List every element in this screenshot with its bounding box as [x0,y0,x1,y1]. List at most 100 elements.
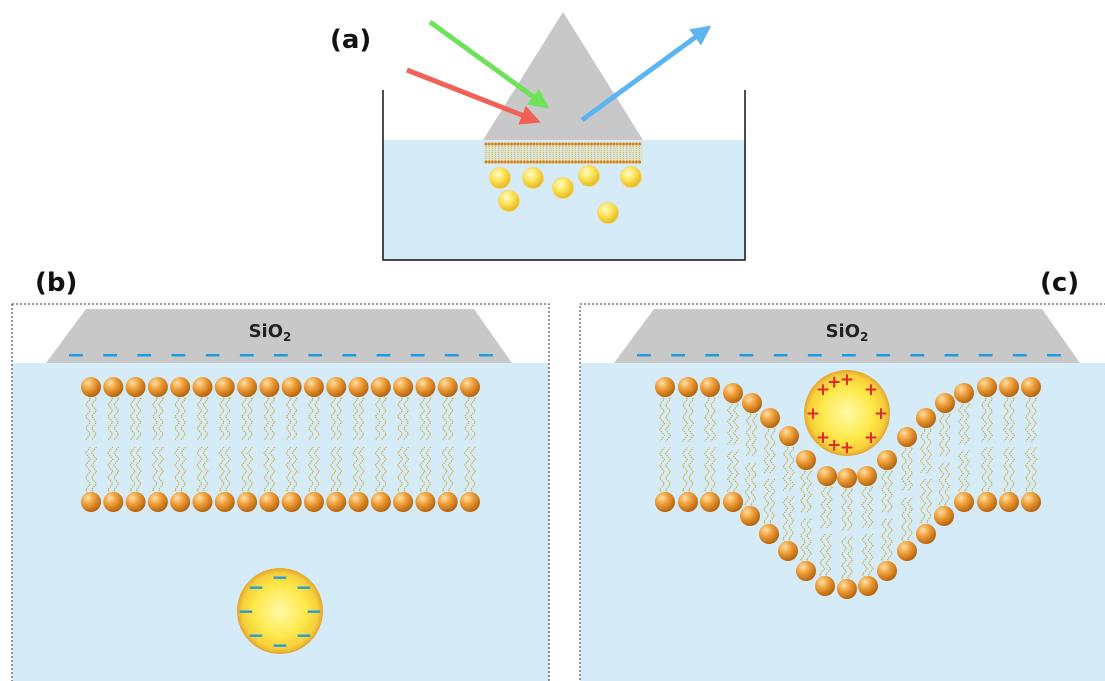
mini-lipid-head [609,160,613,164]
lipid-lower [348,446,369,512]
lipid-head [655,377,675,397]
vesicle-charge-symbol: + [827,435,841,455]
lipid-head [678,492,698,512]
lipid-head [303,377,324,397]
mini-lipid-head [542,160,546,164]
lipid-lower [916,478,936,544]
mini-lipid-head [590,160,594,164]
vesicle-charge-symbol: + [840,438,854,458]
lipid-head [415,377,436,397]
lipid-upper [348,377,369,441]
mini-lipid-head [564,160,568,164]
lipid-lower [393,446,414,512]
vesicle-charge-symbol: + [864,428,878,448]
lipid-head [954,383,974,403]
lipid-lower [723,450,743,512]
vesicle-charge-symbol: + [840,370,854,390]
mini-lipid-head [538,160,542,164]
lipid-upper [103,377,124,441]
lipid-head [742,393,762,413]
negative-charge-symbol: − [101,343,119,368]
mini-lipid-head [522,142,526,146]
mini-lipid-head [634,160,638,164]
mini-lipid-head [510,142,514,146]
mini-lipid-head [602,160,606,164]
mini-lipid-head [532,142,536,146]
mini-lipid-head [628,142,632,146]
negative-charge-symbol: − [840,343,858,368]
lipid-head [237,492,258,512]
mini-lipid-head [490,160,494,164]
incident-beam-red [406,67,541,125]
mini-lipid-head [516,160,520,164]
lipid-head [393,377,414,397]
mini-lipid-head [558,142,562,146]
mini-lipid-head [487,160,491,164]
lipid-head [857,466,877,486]
lipid-lower [370,446,391,512]
mini-lipid-head [615,142,619,146]
mini-lipid-head [551,160,555,164]
mini-lipid-head [602,142,606,146]
vesicle-charge-symbol: − [296,575,313,599]
lipid-lower [858,533,878,596]
mini-lipid-head [574,160,578,164]
vesicle-charge-symbol: + [816,380,830,400]
surface-charges-b: −−−−−−−−−−−−− [67,343,495,368]
lipid-head [326,492,347,512]
panel-c: SiO2 −−−−−−−−−−−−− ++++++++++ [579,303,1105,681]
lipid-head [192,377,213,397]
lipid-head [214,377,235,397]
lipid-head [259,377,280,397]
lipid-lower [460,446,480,512]
lipid-head [897,427,917,447]
mini-bilayer-band [484,142,643,164]
lipid-lower [759,478,779,544]
mini-lipid-head [596,142,600,146]
lipid-lower [147,446,168,512]
lipid-lower [281,446,302,512]
lipid-head [935,393,955,413]
lipid-head [817,466,837,486]
negative-charge-symbol: − [340,343,358,368]
lipid-head [723,383,743,403]
prism-c [614,309,1080,363]
bilayer-a [484,142,643,164]
vesicle-charge-symbol: + [827,372,841,392]
mini-lipid-head [606,142,610,146]
lipid-lower [837,536,857,599]
negative-charge-symbol: − [874,343,892,368]
mini-lipid-head [622,160,626,164]
mini-lipid-head [554,142,558,146]
lipid-lower [237,446,258,512]
lipid-lower [678,447,698,512]
lipid-lower [897,496,917,561]
lipid-head [999,492,1019,512]
mini-lipid-head [497,160,501,164]
mini-lipid-head [638,142,642,146]
lipid-upper [723,383,743,445]
lipid-head [954,492,974,512]
lipid-head [700,377,720,397]
lipid-upper [916,408,936,474]
negative-charge-symbol: − [477,343,495,368]
negative-charge-symbol: − [203,343,221,368]
lipid-head [348,492,369,512]
lipid-bilayer-c [655,377,1041,599]
lipid-head [281,377,302,397]
mini-lipid-head [561,160,565,164]
vesicle-c-charges: ++++++++++ [806,370,888,458]
mini-lipid-head [586,142,590,146]
mini-lipid-head [631,142,635,146]
panel-label-c: (c) [1040,268,1080,298]
lipid-head [81,377,101,397]
panel-label-a: (a) [330,25,372,55]
mini-lipid-head [593,160,597,164]
container-a [382,90,746,261]
mini-lipid-head [526,142,530,146]
lipid-lower [125,446,146,512]
vesicle-charge-symbol: + [806,404,820,424]
lipid-head [837,468,857,488]
negative-charge-symbol: − [703,343,721,368]
vesicle-charge-symbol: + [864,380,878,400]
